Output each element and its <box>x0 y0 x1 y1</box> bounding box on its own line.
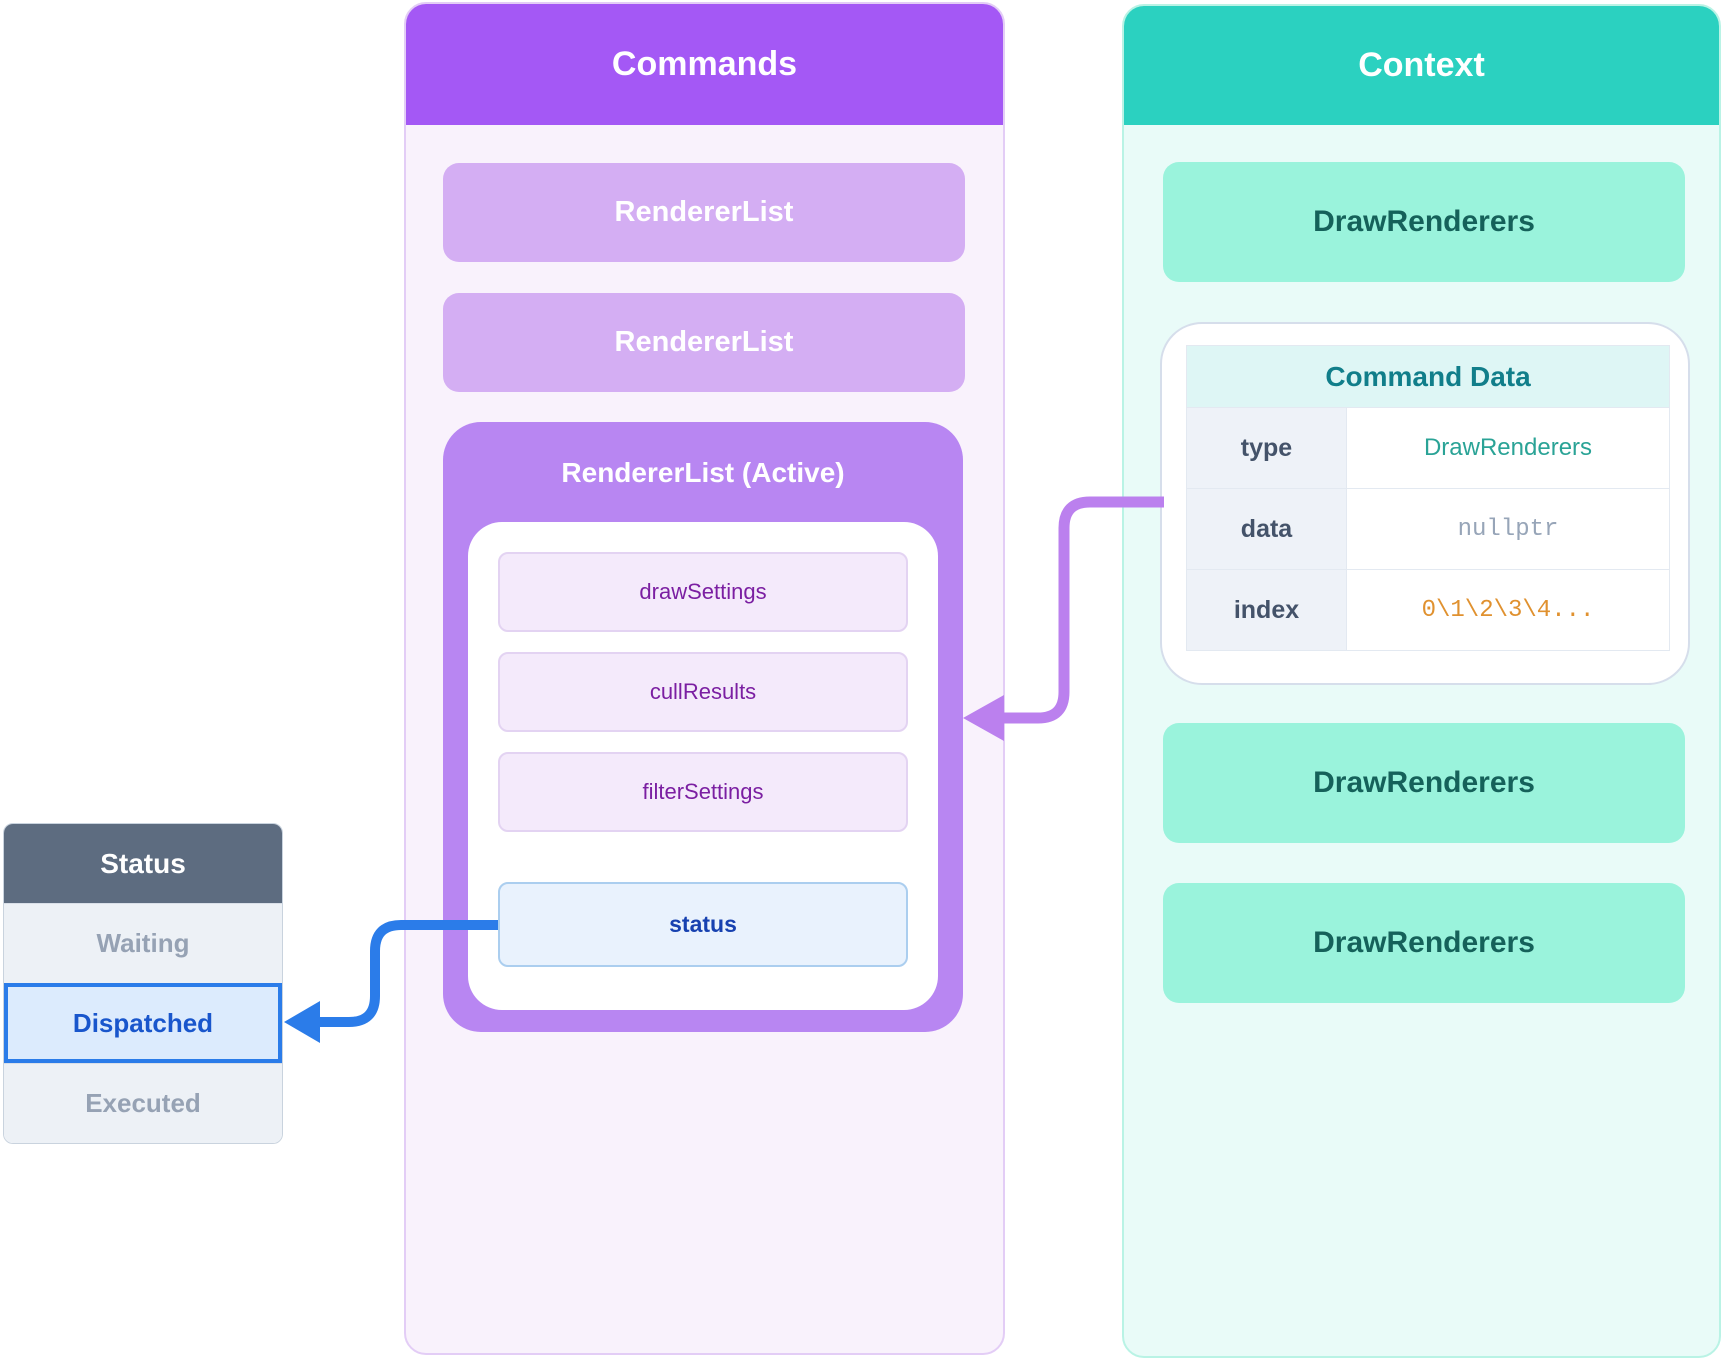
command-data-row-index: index 0\1\2\3\4... <box>1187 569 1669 650</box>
command-data-value-index: 0\1\2\3\4... <box>1347 570 1669 650</box>
prop-status: status <box>498 882 908 967</box>
renderer-list-active-body: drawSettings cullResults filterSettings … <box>468 522 938 1010</box>
command-data-value-data: nullptr <box>1347 489 1669 569</box>
prop-cull-results: cullResults <box>498 652 908 732</box>
arrowhead-status-to-dispatched <box>284 1001 320 1043</box>
command-data-title: Command Data <box>1187 346 1669 407</box>
command-data-key-type: type <box>1187 408 1347 488</box>
status-table: Status Waiting Dispatched Executed <box>3 823 283 1144</box>
renderer-list-node-1: RendererList <box>443 163 965 262</box>
draw-renderers-node-3: DrawRenderers <box>1163 883 1685 1003</box>
command-data-value-type: DrawRenderers <box>1347 408 1669 488</box>
status-row-waiting: Waiting <box>4 903 282 983</box>
command-data-table: Command Data type DrawRenderers data nul… <box>1186 345 1670 651</box>
context-panel-title: Context <box>1124 6 1719 125</box>
renderer-list-node-2: RendererList <box>443 293 965 392</box>
status-table-title: Status <box>4 824 282 903</box>
command-data-row-data: data nullptr <box>1187 488 1669 569</box>
commands-panel-title: Commands <box>406 4 1003 125</box>
command-data-key-index: index <box>1187 570 1347 650</box>
renderer-list-active-title: RendererList (Active) <box>561 456 845 488</box>
status-row-dispatched: Dispatched <box>4 983 282 1063</box>
draw-renderers-node-1: DrawRenderers <box>1163 162 1685 282</box>
prop-draw-settings: drawSettings <box>498 552 908 632</box>
status-row-executed: Executed <box>4 1063 282 1143</box>
prop-filter-settings: filterSettings <box>498 752 908 832</box>
renderer-list-active-node: RendererList (Active) drawSettings cullR… <box>443 422 963 1032</box>
command-data-card: Command Data type DrawRenderers data nul… <box>1160 322 1690 685</box>
command-data-key-data: data <box>1187 489 1347 569</box>
draw-renderers-node-2: DrawRenderers <box>1163 723 1685 843</box>
command-data-row-type: type DrawRenderers <box>1187 407 1669 488</box>
